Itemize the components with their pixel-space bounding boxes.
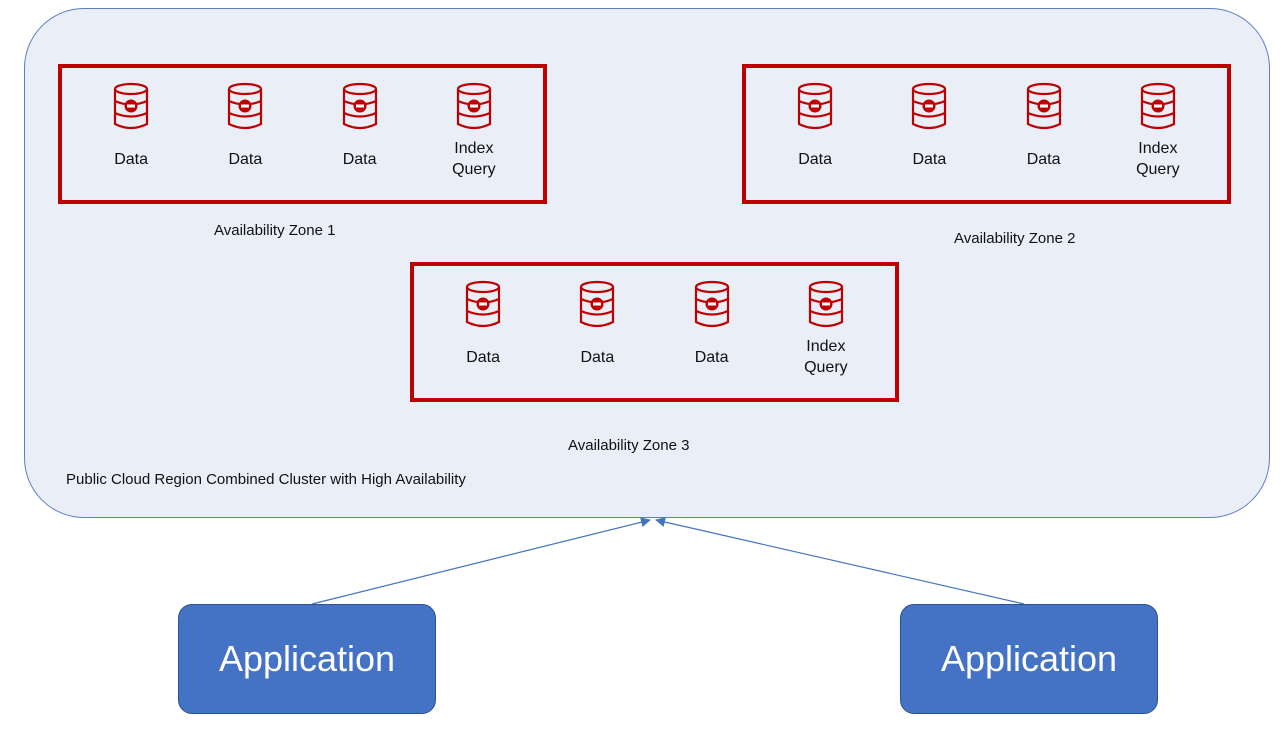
arrow-left xyxy=(311,517,651,605)
database-icon xyxy=(110,82,152,132)
database-icon xyxy=(224,82,266,132)
database-icon xyxy=(462,280,504,330)
node-label: Data xyxy=(912,150,947,168)
index-query-node: Index Query xyxy=(429,82,519,180)
data-node: Data xyxy=(315,82,405,180)
database-icon xyxy=(1023,82,1065,132)
index-query-node: Index Query xyxy=(781,280,871,378)
database-icon xyxy=(794,82,836,132)
node-label: Data xyxy=(580,348,615,366)
database-icon xyxy=(908,82,950,132)
data-node: Data xyxy=(552,280,642,378)
node-label: Data xyxy=(228,150,263,168)
index-query-node: Index Query xyxy=(1113,82,1203,180)
data-node: Data xyxy=(438,280,528,378)
node-label: Index Query xyxy=(804,338,848,376)
data-node: Data xyxy=(86,82,176,180)
data-node: Data xyxy=(667,280,757,378)
database-icon xyxy=(805,280,847,330)
node-label: Index Query xyxy=(1136,140,1180,178)
zone-label: Availability Zone 3 xyxy=(568,437,690,454)
availability-zone-1: Data Data Data Index Query xyxy=(58,64,547,204)
database-icon xyxy=(453,82,495,132)
data-node: Data xyxy=(884,82,974,180)
database-icon xyxy=(576,280,618,330)
application-box-right: Application xyxy=(900,604,1158,714)
database-icon xyxy=(1137,82,1179,132)
node-label: Index Query xyxy=(452,140,496,178)
application-box-left: Application xyxy=(178,604,436,714)
data-node: Data xyxy=(999,82,1089,180)
node-label: Data xyxy=(1026,150,1061,168)
data-node: Data xyxy=(770,82,860,180)
node-label: Data xyxy=(798,150,833,168)
availability-zone-3: Data Data Data Index Query xyxy=(410,262,899,402)
availability-zone-2: Data Data Data Index Query xyxy=(742,64,1231,204)
node-label: Data xyxy=(466,348,501,366)
region-label: Public Cloud Region Combined Cluster wit… xyxy=(66,471,466,488)
node-label: Data xyxy=(342,150,377,168)
node-label: Data xyxy=(114,150,149,168)
data-node: Data xyxy=(200,82,290,180)
node-label: Data xyxy=(694,348,729,366)
zone-label: Availability Zone 1 xyxy=(214,222,336,239)
database-icon xyxy=(339,82,381,132)
zone-label: Availability Zone 2 xyxy=(954,230,1076,247)
arrow-right xyxy=(655,517,1025,605)
database-icon xyxy=(691,280,733,330)
